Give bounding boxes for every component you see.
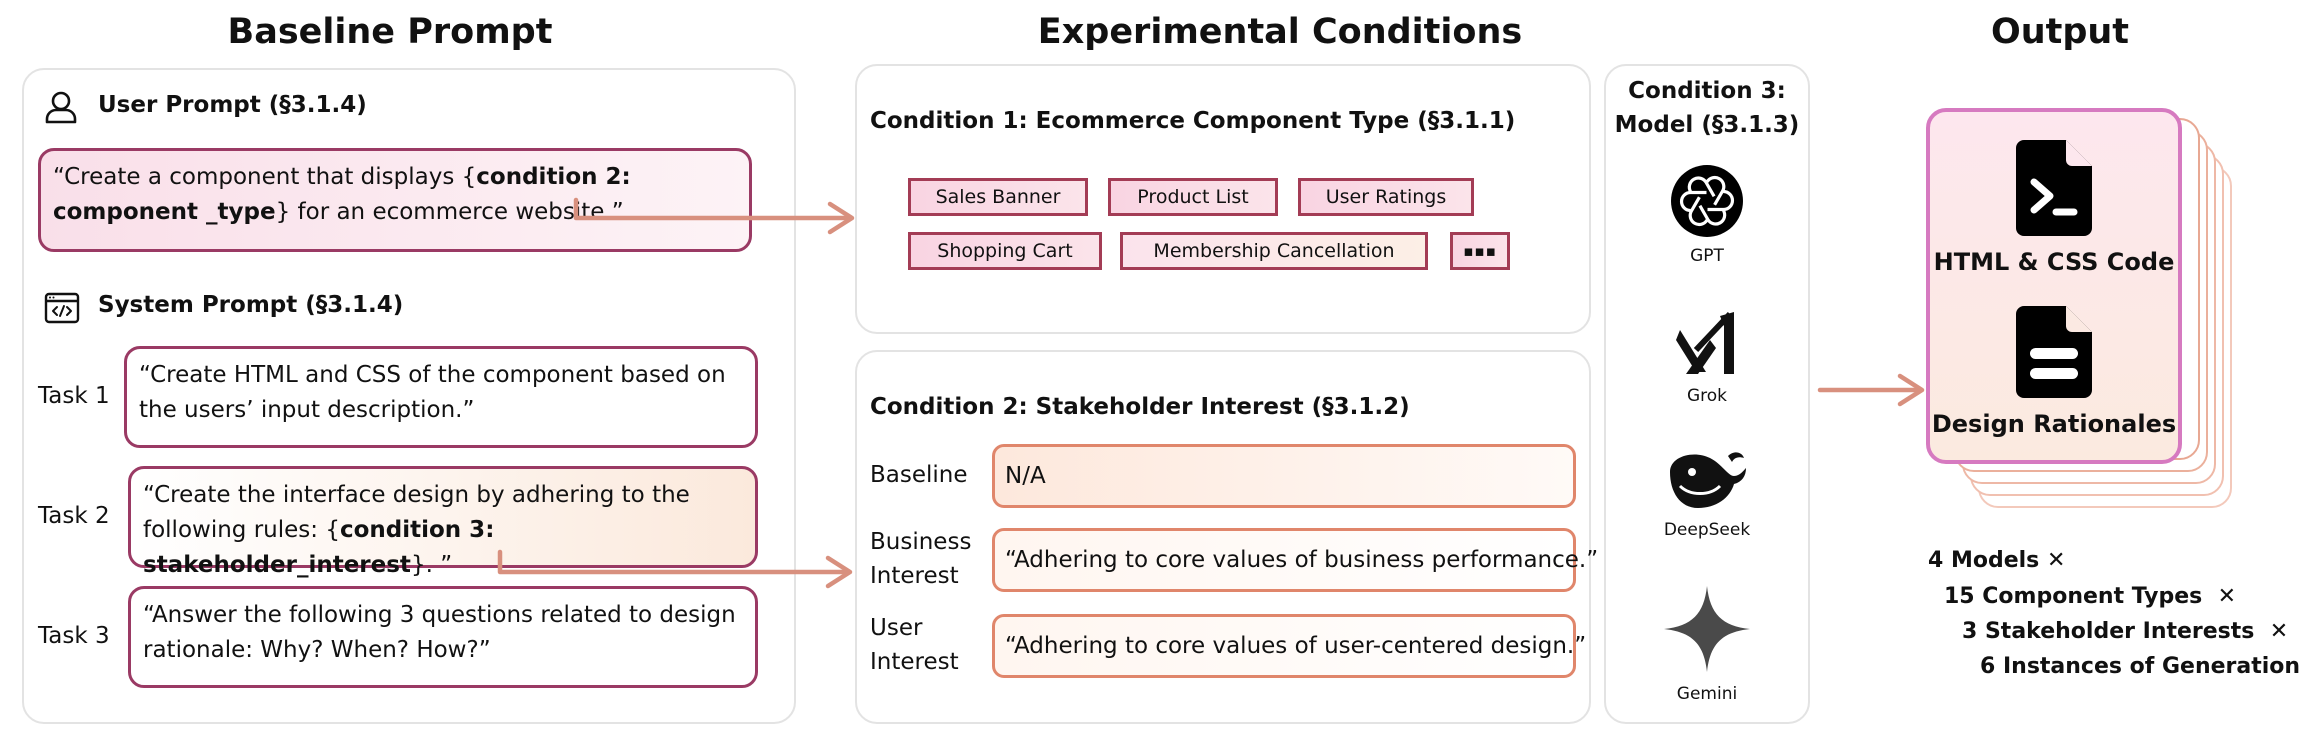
user-prompt-heading: User Prompt (§3.1.4) (98, 92, 367, 118)
model-grok-label: Grok (1686, 386, 1728, 406)
user-interest-label: User Interest (870, 615, 959, 675)
output-title: Output (1990, 12, 2130, 52)
document-file-icon (2016, 306, 2092, 398)
times-icon: ✕ (2217, 584, 2237, 609)
arrow-head-output (1897, 373, 1925, 407)
task-1-label: Task 1 (38, 383, 110, 409)
user-interest-value-box: “Adhering to core values of user-centere… (992, 614, 1586, 678)
chip-membership-cancellation: Membership Cancellation (1120, 232, 1428, 270)
user-icon (45, 91, 77, 124)
task-1-text: “Create HTML and CSS of the component ba… (139, 362, 726, 423)
chip-more: ▪▪▪ (1450, 232, 1510, 270)
baseline-title: Baseline Prompt (227, 12, 553, 52)
formula-line-4: 6 Instances of Generation (1980, 654, 2300, 679)
arrow-head-condition-1 (827, 201, 855, 235)
formula-line-2: 15 Component Types ✕ (1944, 584, 2237, 609)
condition-2-heading: Condition 2: Stakeholder Interest (§3.1.… (870, 394, 1410, 420)
gemini-logo-icon (1664, 586, 1750, 672)
arrow-task-2-to-condition-2 (497, 549, 851, 575)
openai-logo-icon (1671, 165, 1743, 237)
chip-product-list: Product List (1108, 178, 1278, 216)
chip-sales-banner: Sales Banner (908, 178, 1088, 216)
task-1-box: “Create HTML and CSS of the component ba… (124, 346, 758, 448)
model-deepseek-label: DeepSeek (1663, 520, 1751, 540)
condition-1-heading: Condition 1: Ecommerce Component Type (§… (870, 108, 1516, 134)
experimental-title: Experimental Conditions (1037, 12, 1523, 52)
business-interest-value-box: “Adhering to core values of business per… (992, 528, 1598, 592)
task-2-box: “Create the interface design by adhering… (128, 466, 758, 578)
arrow-user-prompt-to-condition-1 (573, 197, 853, 221)
grok-logo-icon (1676, 311, 1734, 374)
user-prompt-variable: condition 2: component _type (53, 164, 631, 225)
chip-shopping-cart: Shopping Cart (908, 232, 1102, 270)
deepseek-logo-icon (1670, 452, 1746, 508)
model-gpt-label: GPT (1690, 246, 1724, 266)
task-3-text: “Answer the following 3 questions relate… (143, 602, 736, 663)
system-prompt-heading: System Prompt (§3.1.4) (98, 292, 404, 318)
user-prompt-text-end: } for an ecommerce website.” (275, 199, 624, 225)
times-icon: ✕ (2269, 619, 2289, 644)
terminal-file-icon (2016, 140, 2092, 236)
task-3-label: Task 3 (38, 623, 110, 649)
task-2-variable: condition 3: stakeholder_interest (143, 517, 495, 578)
task-2-text: “Create the interface design by adhering… (143, 482, 690, 543)
user-prompt-text: “Create a component that displays { (53, 164, 477, 190)
chip-user-ratings: User Ratings (1298, 178, 1474, 216)
task-2-label: Task 2 (38, 503, 110, 529)
output-html-css-label: HTML & CSS Code (1933, 248, 2175, 276)
times-icon: ✕ (2046, 548, 2066, 573)
business-interest-label: Business Interest (870, 529, 972, 589)
arrow-head-condition-2 (825, 555, 853, 589)
condition-3-heading: Condition 3: Model (§3.1.3) (1614, 78, 1800, 138)
task-3-box: “Answer the following 3 questions relate… (128, 586, 758, 688)
user-prompt-box: “Create a component that displays {condi… (38, 148, 752, 252)
formula-line-3: 3 Stakeholder Interests ✕ (1962, 619, 2289, 644)
baseline-label: Baseline (870, 462, 968, 488)
code-window-icon (44, 292, 80, 324)
baseline-value-box: N/A (992, 444, 1576, 508)
model-gemini-label: Gemini (1676, 684, 1738, 704)
formula-line-1: 4 Models ✕ (1928, 548, 2066, 573)
output-design-rationales-label: Design Rationales (1931, 410, 2177, 438)
